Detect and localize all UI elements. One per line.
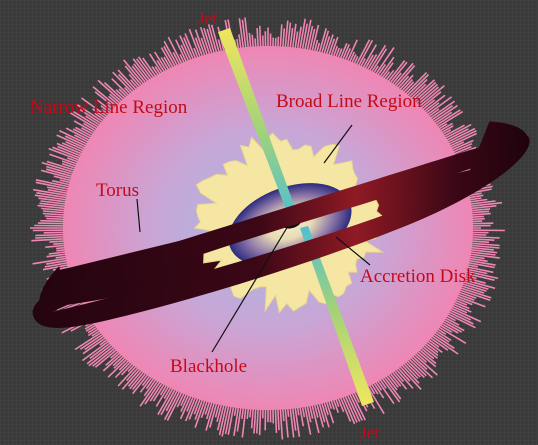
jet-bottom xyxy=(300,226,374,406)
accretion-disk-label: Accretion Disk xyxy=(360,266,476,287)
blackhole-leader-line xyxy=(211,225,289,353)
broad-line-region-leader-line xyxy=(323,124,353,164)
broad-line-region-label: Broad Line Region xyxy=(276,91,422,112)
torus-label: Torus xyxy=(96,180,139,201)
jet-bottom-label: Jet xyxy=(360,423,379,442)
torus-leader-line xyxy=(136,198,141,233)
narrow-line-region-label: Narrow Line Region xyxy=(30,97,188,118)
accretion-disk-leader-line xyxy=(335,236,371,266)
torus xyxy=(32,136,530,328)
jet-top xyxy=(218,28,298,220)
blackhole-label: Blackhole xyxy=(170,356,247,377)
jet-top-label: Jet xyxy=(198,9,217,28)
